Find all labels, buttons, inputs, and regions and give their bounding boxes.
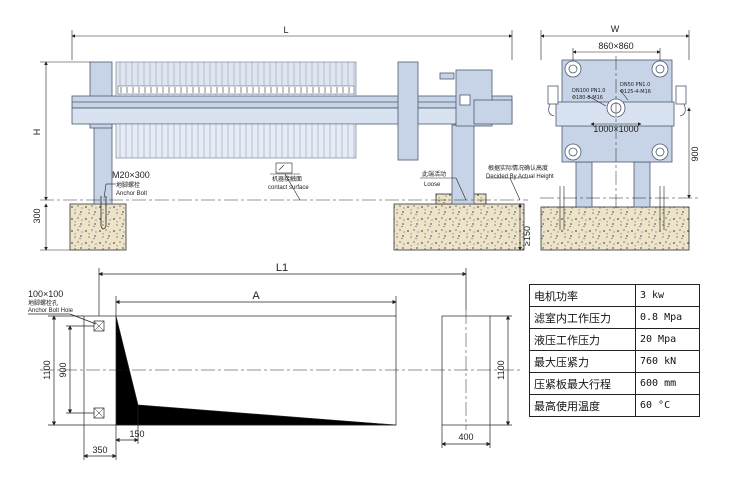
front-foundation-right bbox=[393, 203, 525, 251]
hole-size-label: 100×100 bbox=[28, 289, 63, 299]
dim-length-label: L bbox=[283, 25, 288, 35]
dim-a-label: A bbox=[252, 290, 260, 302]
side-dimensions bbox=[540, 30, 700, 230]
spec-label: 最高使用温度 bbox=[529, 394, 636, 417]
spec-label: 电机功率 bbox=[529, 284, 636, 307]
hole-cn-label: 地脚螺栓孔 bbox=[28, 299, 58, 307]
dim-feed-height-label: 900 bbox=[690, 146, 700, 161]
dim-width-label: W bbox=[611, 24, 620, 34]
spec-label: 滤室内工作压力 bbox=[529, 306, 636, 329]
contact-surface-cn-label: 机器接触面 bbox=[272, 175, 302, 183]
front-view bbox=[40, 61, 528, 251]
dim-base-height-label: 300 bbox=[32, 208, 42, 223]
dim-right-depth-label: 400 bbox=[458, 432, 473, 442]
inlet-label-2: Φ180-8-M16 bbox=[572, 95, 603, 101]
spec-label: 压紧板最大行程 bbox=[529, 372, 636, 395]
front-dimensions bbox=[40, 30, 528, 251]
spec-value: 20 Mpa bbox=[635, 328, 700, 351]
spec-value: 3 kw bbox=[635, 284, 700, 307]
spec-value: 0.8 Mpa bbox=[635, 306, 700, 329]
height-note-en-label: Decided By Actual Height bbox=[486, 174, 554, 180]
anchor-bolt-cn-label: 地脚螺栓 bbox=[116, 181, 140, 189]
loose-en-label: Loose bbox=[424, 182, 441, 188]
front-foundation-left bbox=[69, 203, 127, 251]
pressing-plate bbox=[397, 61, 419, 161]
spec-value: 60 °C bbox=[635, 394, 700, 417]
dim-l1-label: L1 bbox=[276, 262, 288, 274]
dim-right-width-label: 1100 bbox=[496, 360, 506, 379]
loose-cn-label: 此端活动 bbox=[422, 170, 446, 178]
side-view bbox=[540, 59, 690, 251]
dim-edge-label: 350 bbox=[92, 445, 107, 455]
dim-plate-label: 1000×1000 bbox=[593, 124, 638, 134]
foundation-wedge bbox=[115, 315, 397, 426]
height-note-cn-label: 根据实际情况确认高度 bbox=[488, 164, 548, 172]
spec-value: 600 mm bbox=[635, 372, 700, 395]
dim-pit-label: ≥150 bbox=[522, 226, 532, 246]
right-leg bbox=[451, 124, 475, 205]
dim-taper-label: 150 bbox=[129, 429, 144, 439]
contact-surface-en-label: contact surface bbox=[268, 185, 309, 191]
hole-en-label: Anchor Bolt Hole bbox=[28, 308, 74, 314]
spec-value: 760 kN bbox=[635, 350, 700, 373]
foundation-plan bbox=[28, 268, 520, 460]
spec-label: 最大压紧力 bbox=[529, 350, 636, 373]
tail-block bbox=[473, 99, 513, 125]
dim-height-label: H bbox=[32, 129, 42, 136]
lower-beam bbox=[71, 107, 513, 125]
dim-bolt-pitch-label: 860×860 bbox=[598, 41, 633, 51]
anchor-bolt-en-label: Anchor Bolt bbox=[116, 191, 147, 197]
spec-label: 液压工作压力 bbox=[529, 328, 636, 351]
inlet-label-1: DN100 PN1.0 bbox=[572, 88, 605, 94]
outlet-label-2: Φ125-4-M16 bbox=[620, 89, 651, 95]
anchor-bolt-size-label: M20×300 bbox=[112, 170, 150, 180]
outlet-label-1: DN50 PN1.0 bbox=[620, 82, 650, 88]
dim-width-plan-label: 1100 bbox=[42, 360, 52, 379]
side-foundation bbox=[540, 206, 690, 251]
left-leg bbox=[93, 124, 113, 205]
anchor-bolt bbox=[100, 196, 107, 230]
dim-hole-pitch-label: 900 bbox=[58, 362, 68, 377]
